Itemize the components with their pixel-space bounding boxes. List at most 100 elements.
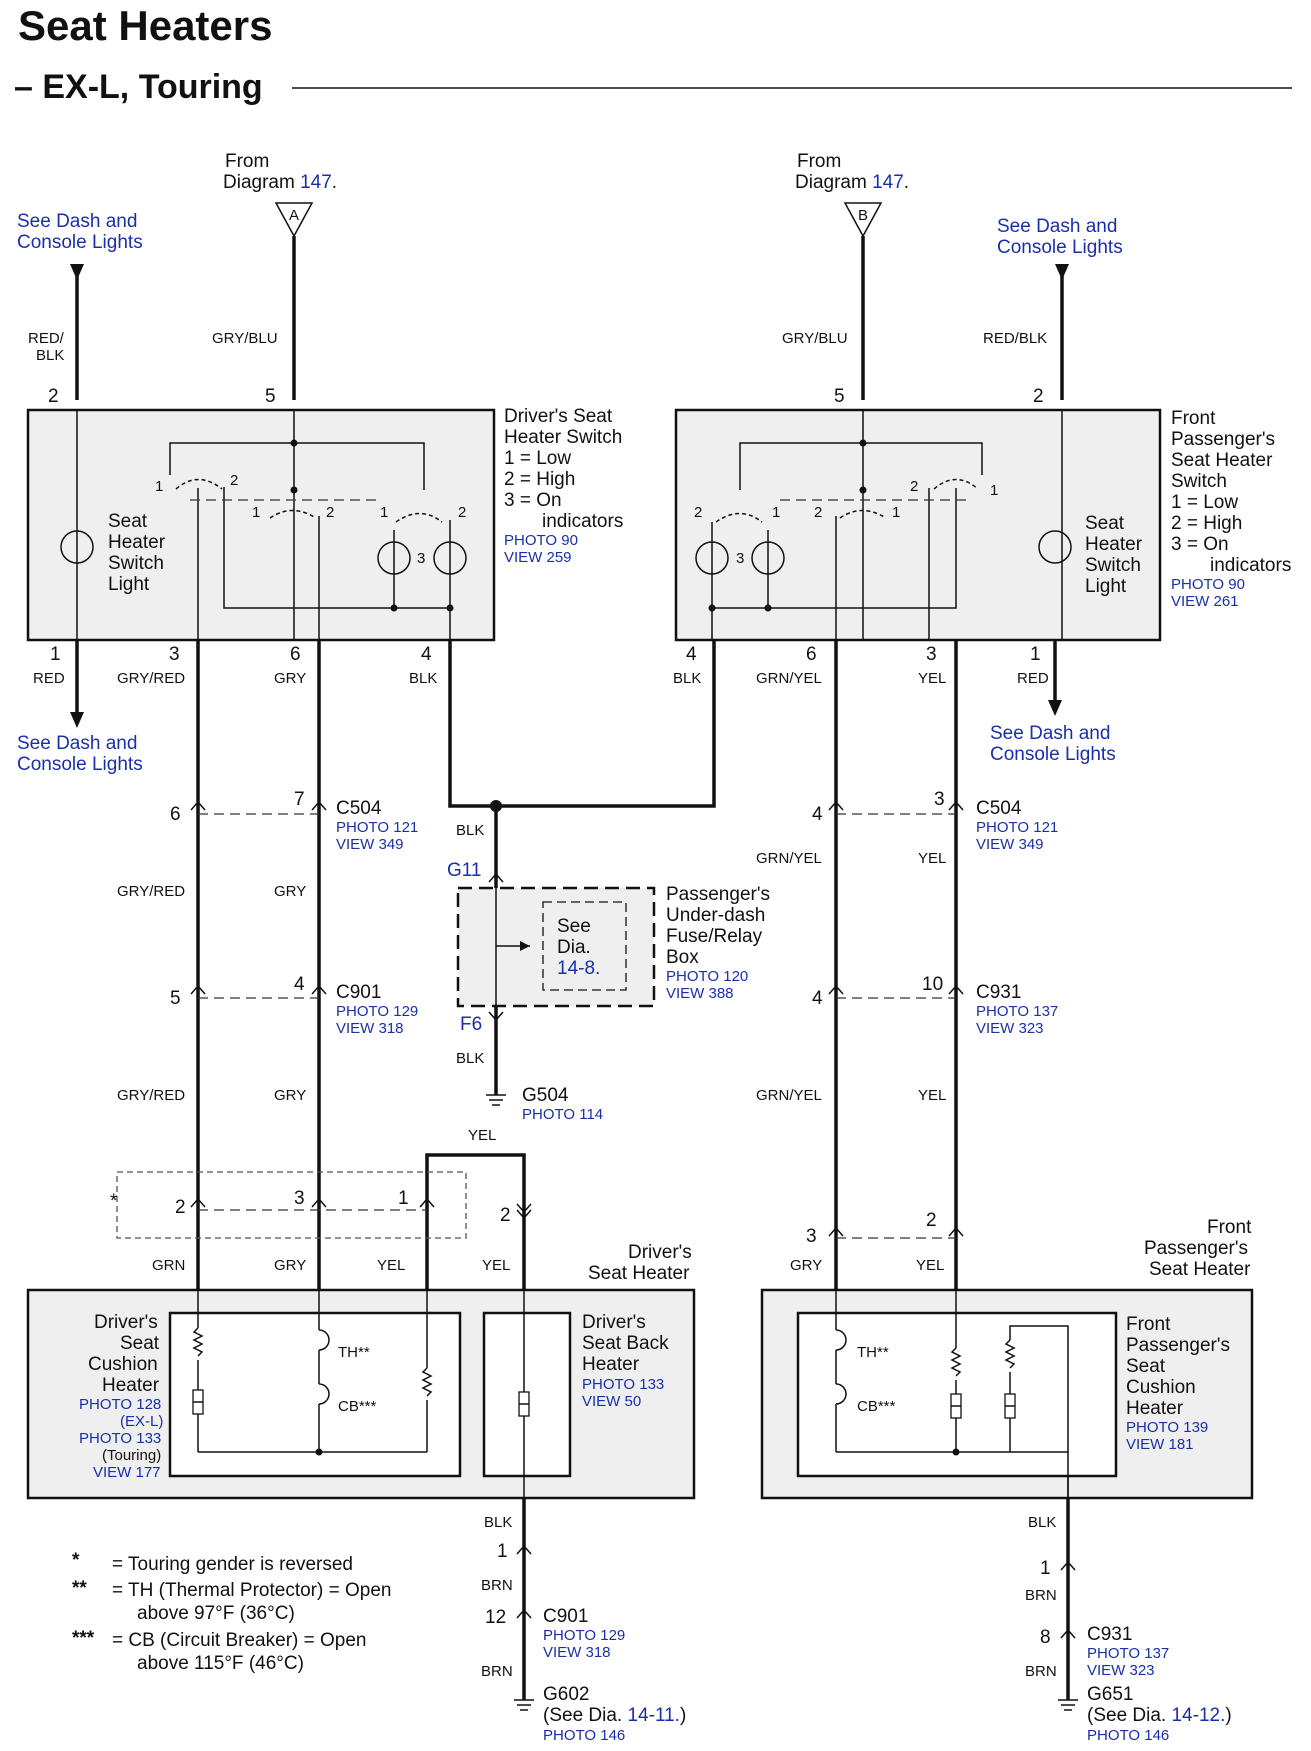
svg-text:2: 2 <box>694 504 702 521</box>
wire-label: RED/ <box>28 330 65 347</box>
wire-label: GRY <box>274 1087 306 1104</box>
svg-text:Dia.: Dia. <box>557 937 591 958</box>
wire-label: GRY <box>274 1257 306 1274</box>
svg-text:PHOTO 121: PHOTO 121 <box>336 819 418 836</box>
svg-text:3: 3 <box>736 550 744 567</box>
svg-text:VIEW 349: VIEW 349 <box>336 836 404 853</box>
pin-number: 5 <box>265 386 276 407</box>
svg-text:VIEW 318: VIEW 318 <box>336 1020 404 1037</box>
connector-c504-left: 6 7 C504 PHOTO 121 VIEW 349 <box>170 789 418 853</box>
wire-label: BLK <box>409 670 437 687</box>
wire-label: GRN <box>152 1257 185 1274</box>
wire-label: YEL <box>918 670 946 687</box>
wire-label: GRN/YEL <box>756 1087 822 1104</box>
svg-text:above 115°F (46°C): above 115°F (46°C) <box>137 1653 304 1674</box>
svg-text:Seat Back: Seat Back <box>582 1333 669 1354</box>
svg-text:Fuse/Relay: Fuse/Relay <box>666 926 763 947</box>
svg-text:Under-dash: Under-dash <box>666 905 765 926</box>
svg-text:(Touring): (Touring) <box>102 1447 161 1464</box>
bulb-icon <box>751 541 785 575</box>
wire-label: YEL <box>916 1257 944 1274</box>
svg-text:Seat: Seat <box>1126 1356 1166 1377</box>
svg-text:Driver's: Driver's <box>628 1242 692 1263</box>
driver-back-label: Driver's Seat Back Heater PHOTO 133 VIEW… <box>582 1312 669 1410</box>
svg-text:VIEW 261: VIEW 261 <box>1171 593 1239 610</box>
svg-text:1 = Low: 1 = Low <box>504 448 571 469</box>
svg-text:Seat: Seat <box>1085 513 1125 534</box>
svg-text:CB***: CB*** <box>338 1398 377 1415</box>
svg-text:(See Dia. 14-12.): (See Dia. 14-12.) <box>1087 1705 1232 1726</box>
see-dash-link-bl[interactable]: See Dash and Console Lights <box>17 733 143 775</box>
svg-text:C931: C931 <box>1087 1624 1132 1645</box>
driver-seat-heater: TH** CB*** <box>26 1288 696 1500</box>
svg-text:PHOTO 146: PHOTO 146 <box>1087 1727 1169 1744</box>
connector-c931-bottom: 8 C931 PHOTO 137 VIEW 323 <box>1040 1624 1169 1679</box>
see-dia-link[interactable]: See <box>557 916 591 937</box>
svg-text:C901: C901 <box>543 1606 588 1627</box>
svg-text:From: From <box>797 151 841 172</box>
svg-text:2: 2 <box>814 504 822 521</box>
svg-text:B: B <box>858 207 868 224</box>
svg-text:12: 12 <box>485 1607 506 1628</box>
pin-number: 6 <box>806 644 817 665</box>
wire-label: GRY/BLU <box>782 330 848 347</box>
svg-text:3 = On: 3 = On <box>504 490 562 511</box>
passenger-seat-heater: TH** CB*** <box>760 1288 1254 1500</box>
svg-text:PHOTO 146: PHOTO 146 <box>543 1727 625 1744</box>
wire-label: GRY/RED <box>117 670 185 687</box>
svg-text:C504: C504 <box>336 798 382 819</box>
wire-label: BLK <box>456 822 484 839</box>
svg-text:See Dash and: See Dash and <box>17 733 137 754</box>
svg-text:TH**: TH** <box>338 1344 370 1361</box>
svg-text:= Touring gender is reversed: = Touring gender is reversed <box>112 1554 353 1575</box>
wire-label: GRY/RED <box>117 1087 185 1104</box>
wire-label: RED <box>1017 670 1049 687</box>
svg-text:VIEW 50: VIEW 50 <box>582 1393 641 1410</box>
pin-number: 5 <box>834 386 845 407</box>
svg-text:G651: G651 <box>1087 1684 1133 1705</box>
wire-label: YEL <box>918 850 946 867</box>
svg-text:2: 2 <box>458 504 466 521</box>
see-dia-link[interactable]: 14-12. <box>1171 1705 1225 1726</box>
see-dia-link[interactable]: 14-11. <box>627 1705 679 1726</box>
svg-text:VIEW 388: VIEW 388 <box>666 985 734 1002</box>
pin-number: 1 <box>50 644 61 665</box>
svg-text:See Dash and: See Dash and <box>17 211 137 232</box>
fuse-box-label: Passenger's Under-dash Fuse/Relay Box PH… <box>666 884 770 1002</box>
svg-text:See Dash and: See Dash and <box>997 216 1117 237</box>
svg-text:G602: G602 <box>543 1684 589 1705</box>
wire-label: BLK <box>36 347 64 364</box>
under-dash-fuse-relay-box: G11 See Dia. 14-8. F6 <box>447 860 656 1035</box>
svg-text:PHOTO 120: PHOTO 120 <box>666 968 748 985</box>
svg-text:Cushion: Cushion <box>1126 1377 1196 1398</box>
svg-text:VIEW 323: VIEW 323 <box>1087 1662 1155 1679</box>
see-dash-link-tr[interactable]: See Dash and Console Lights <box>997 216 1123 258</box>
passenger-heater-label: Front Passenger's Seat Heater <box>1144 1217 1252 1280</box>
svg-text:TH**: TH** <box>857 1344 889 1361</box>
wire-label: BLK <box>456 1050 484 1067</box>
svg-text:VIEW 349: VIEW 349 <box>976 836 1044 853</box>
svg-text:Passenger's: Passenger's <box>1171 429 1275 450</box>
svg-text:1: 1 <box>398 1188 409 1209</box>
connector-driver-heater: 2 3 1 2 <box>175 1188 532 1226</box>
connector-c901-left: 5 4 C901 PHOTO 129 VIEW 318 <box>170 974 418 1037</box>
driver-seat-heater-switch: Seat Heater Switch Light 1 2 1 2 1 2 3 <box>26 408 496 642</box>
svg-text:C931: C931 <box>976 982 1021 1003</box>
svg-text:PHOTO 128: PHOTO 128 <box>79 1396 161 1413</box>
svg-text:2: 2 <box>926 1210 937 1231</box>
svg-text:Seat: Seat <box>120 1333 160 1354</box>
svg-text:= TH (Thermal Protector) = Ope: = TH (Thermal Protector) = Open <box>112 1580 391 1601</box>
see-dash-link-tl[interactable]: See Dash and Console Lights <box>17 211 143 253</box>
svg-text:Seat Heater: Seat Heater <box>1149 1259 1251 1280</box>
page-subtitle: – EX-L, Touring <box>14 68 263 106</box>
wire-label: GRY/BLU <box>212 330 278 347</box>
driver-switch-label: Driver's Seat Heater Switch 1 = Low 2 = … <box>504 406 623 566</box>
see-dash-link-br[interactable]: See Dash and Console Lights <box>990 723 1116 765</box>
wire-label: RED/BLK <box>983 330 1047 347</box>
svg-text:**: ** <box>72 1578 87 1599</box>
svg-text:VIEW 323: VIEW 323 <box>976 1020 1044 1037</box>
driver-seat-cushion-heater <box>168 1311 462 1478</box>
svg-text:Console Lights: Console Lights <box>990 744 1116 765</box>
svg-text:14-8.: 14-8. <box>557 958 600 979</box>
